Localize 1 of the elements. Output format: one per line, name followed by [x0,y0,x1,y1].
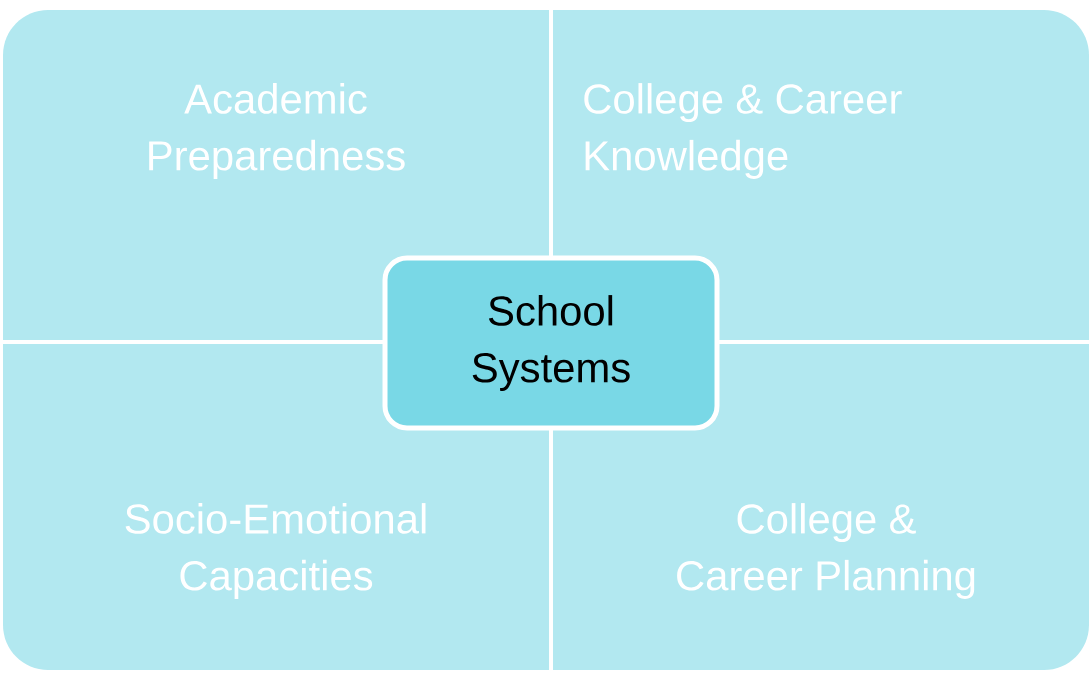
center-box: School Systems [382,255,720,431]
